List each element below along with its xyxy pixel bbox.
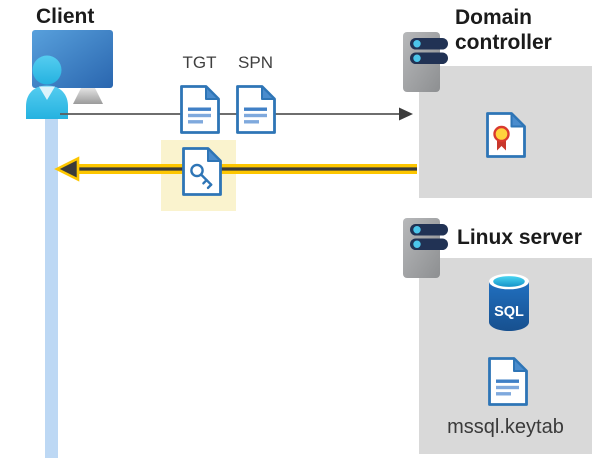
- sql-database-icon: SQL: [489, 273, 529, 331]
- request-arrow-head: [399, 107, 413, 121]
- database-top: [493, 276, 525, 287]
- certificate-document-icon: [486, 112, 526, 158]
- text-line: [244, 107, 267, 111]
- text-line: [188, 113, 211, 118]
- monitor-stand: [73, 88, 103, 104]
- person-body: [26, 85, 68, 119]
- text-line: [188, 120, 203, 124]
- person-collar: [39, 86, 55, 100]
- server-led: [413, 54, 421, 62]
- key-document-icon: [182, 147, 222, 196]
- document-fold: [205, 85, 220, 100]
- server-drive-bay: [410, 238, 448, 250]
- certificate-ribbon: [497, 139, 506, 151]
- tgt-document-icon: [180, 85, 220, 134]
- text-line: [496, 392, 511, 396]
- person-head: [32, 55, 62, 85]
- sql-badge-text: SQL: [494, 304, 524, 320]
- workstation-user-icon: [26, 30, 113, 119]
- client-title: Client: [36, 5, 95, 28]
- key-glyph: [190, 163, 213, 190]
- keytab-document-icon: [488, 357, 528, 406]
- certificate-seal: [493, 125, 510, 143]
- text-line: [244, 113, 267, 118]
- document-fold: [207, 147, 222, 162]
- document-fold: [513, 357, 528, 372]
- server-led: [413, 240, 421, 248]
- server-drive-bay: [410, 52, 448, 64]
- spn-document-icon: [236, 85, 276, 134]
- text-line: [496, 385, 519, 390]
- domain-controller-server-icon: [403, 32, 448, 92]
- server-led: [413, 40, 421, 48]
- text-line: [188, 107, 211, 111]
- server-drive-bay: [410, 38, 448, 50]
- spn-label: SPN: [238, 53, 273, 72]
- database-cylinder: [489, 281, 529, 331]
- response-arrow-head: [54, 156, 80, 182]
- domain-controller-title: Domain controller: [455, 6, 552, 54]
- keytab-file-label: mssql.keytab: [447, 416, 564, 438]
- linux-server-title: Linux server: [457, 226, 582, 249]
- client-lifeline: [45, 86, 58, 458]
- tgt-label: TGT: [182, 53, 217, 72]
- server-drive-bay: [410, 224, 448, 236]
- document-fold: [510, 112, 526, 128]
- text-line: [496, 379, 519, 383]
- text-line: [244, 120, 259, 124]
- linux-server-icon: [403, 218, 448, 278]
- server-led: [413, 226, 421, 234]
- document-fold: [261, 85, 276, 100]
